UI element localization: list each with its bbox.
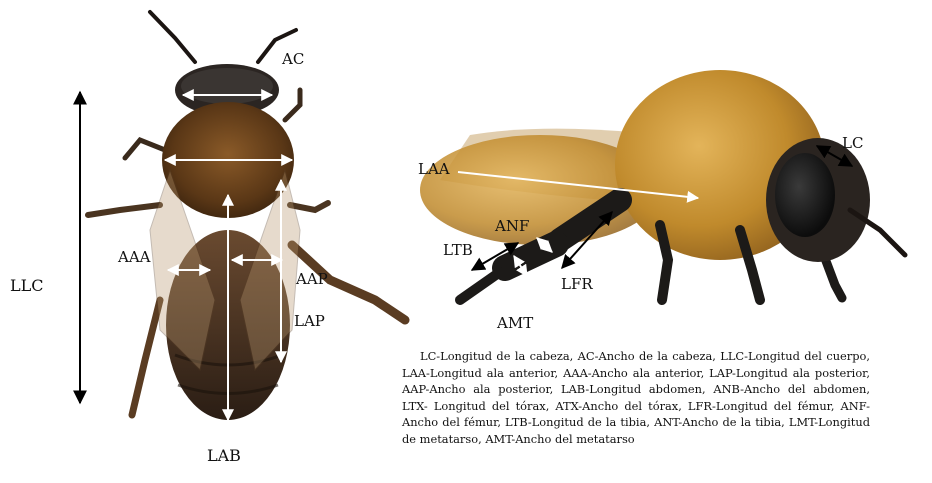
label-lap: LAP (294, 314, 325, 329)
bee-dorsal-view (88, 12, 405, 420)
figure-caption: LC-Longitud de la cabeza, AC-Ancho de la… (402, 348, 870, 448)
bee-lateral-view (420, 70, 905, 300)
label-aaa: AAA (118, 250, 151, 265)
label-amt: AMT (497, 316, 533, 331)
label-anf: ANF (495, 219, 529, 234)
label-lab: LAB (207, 448, 241, 464)
label-ltb: LTB (443, 243, 473, 258)
label-ac: AC (282, 52, 304, 67)
label-lfr: LFR (561, 277, 593, 292)
label-lc: LC (842, 136, 863, 151)
label-laa: LAA (418, 162, 450, 177)
label-llc: LLC (10, 278, 44, 294)
label-aap: AAP (296, 272, 328, 287)
